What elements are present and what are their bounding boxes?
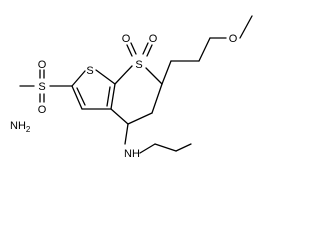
bond-propyl1-propyl2 xyxy=(154,143,177,152)
bond-propyl2-propyl3 xyxy=(175,143,192,152)
bond-o-methyl xyxy=(239,15,253,39)
bond-s7-o-left-a xyxy=(126,44,133,57)
atom-o-sulf-bottom: O xyxy=(38,104,47,116)
atom-labels: S S O O O S O O NH2 NH xyxy=(10,33,238,160)
bond-lines xyxy=(19,15,253,154)
atom-s-ring-left: S xyxy=(86,65,93,77)
atom-s-sulfonamide: S xyxy=(38,81,45,93)
atom-nh2: NH2 xyxy=(10,120,31,134)
bond-c7a-s1 xyxy=(95,69,116,85)
atom-nh: NH xyxy=(124,148,140,160)
atom-o-ring-s-1: O xyxy=(122,33,131,45)
atom-nh2-main: NH xyxy=(10,120,26,132)
atom-o-ether: O xyxy=(229,33,238,45)
bond-c2-c3-inner xyxy=(76,87,86,106)
bond-c3a-c7a-inner xyxy=(106,86,111,107)
bond-c5-c4 xyxy=(127,112,153,125)
bond-c4-n xyxy=(124,123,129,145)
bond-chain2-chain3 xyxy=(198,37,211,62)
molecule-structure: S S O O O S O O NH2 NH xyxy=(10,15,253,160)
bond-s7-o-left-b xyxy=(130,42,137,55)
bond-n-propyl1 xyxy=(139,143,156,154)
atom-s-ring-right: S xyxy=(135,59,142,71)
bond-c7a-s7 xyxy=(114,65,133,85)
bond-c6-c5 xyxy=(151,83,163,114)
atom-nh2-subscript: 2 xyxy=(26,125,31,134)
bond-c2-c3 xyxy=(71,85,83,110)
bond-s7-c6 xyxy=(145,67,163,85)
atom-o-ring-s-2: O xyxy=(149,33,158,45)
bond-c6-chain1 xyxy=(161,60,172,85)
bond-s7-o-right-b xyxy=(146,44,153,57)
bond-c3a-c7a xyxy=(110,83,116,110)
bond-c4-c3a xyxy=(110,108,129,125)
atom-o-sulf-top: O xyxy=(38,59,47,71)
bond-s7-o-right-a xyxy=(142,42,149,55)
bond-s1-c2 xyxy=(71,70,86,87)
